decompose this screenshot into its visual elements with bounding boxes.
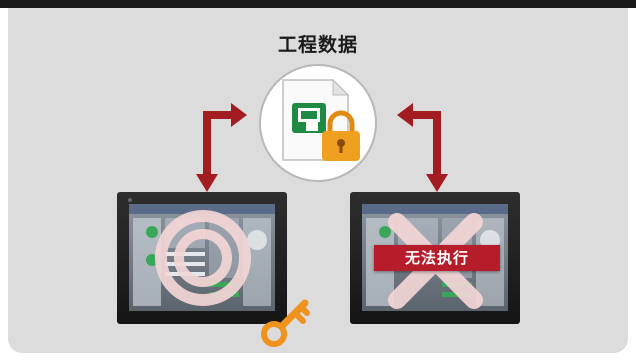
arrow-right: [397, 103, 448, 192]
padlock-icon: [322, 110, 360, 161]
arrow-left: [196, 103, 247, 192]
diagram-title: 工程数据: [277, 34, 358, 56]
project-data-node: [259, 64, 377, 182]
top-bar: [0, 0, 636, 8]
hmi-device-left: [117, 192, 287, 324]
cannot-execute-label: 无法执行: [374, 245, 500, 271]
key-icon: [261, 299, 310, 347]
circle-ok-icon: [155, 210, 251, 306]
